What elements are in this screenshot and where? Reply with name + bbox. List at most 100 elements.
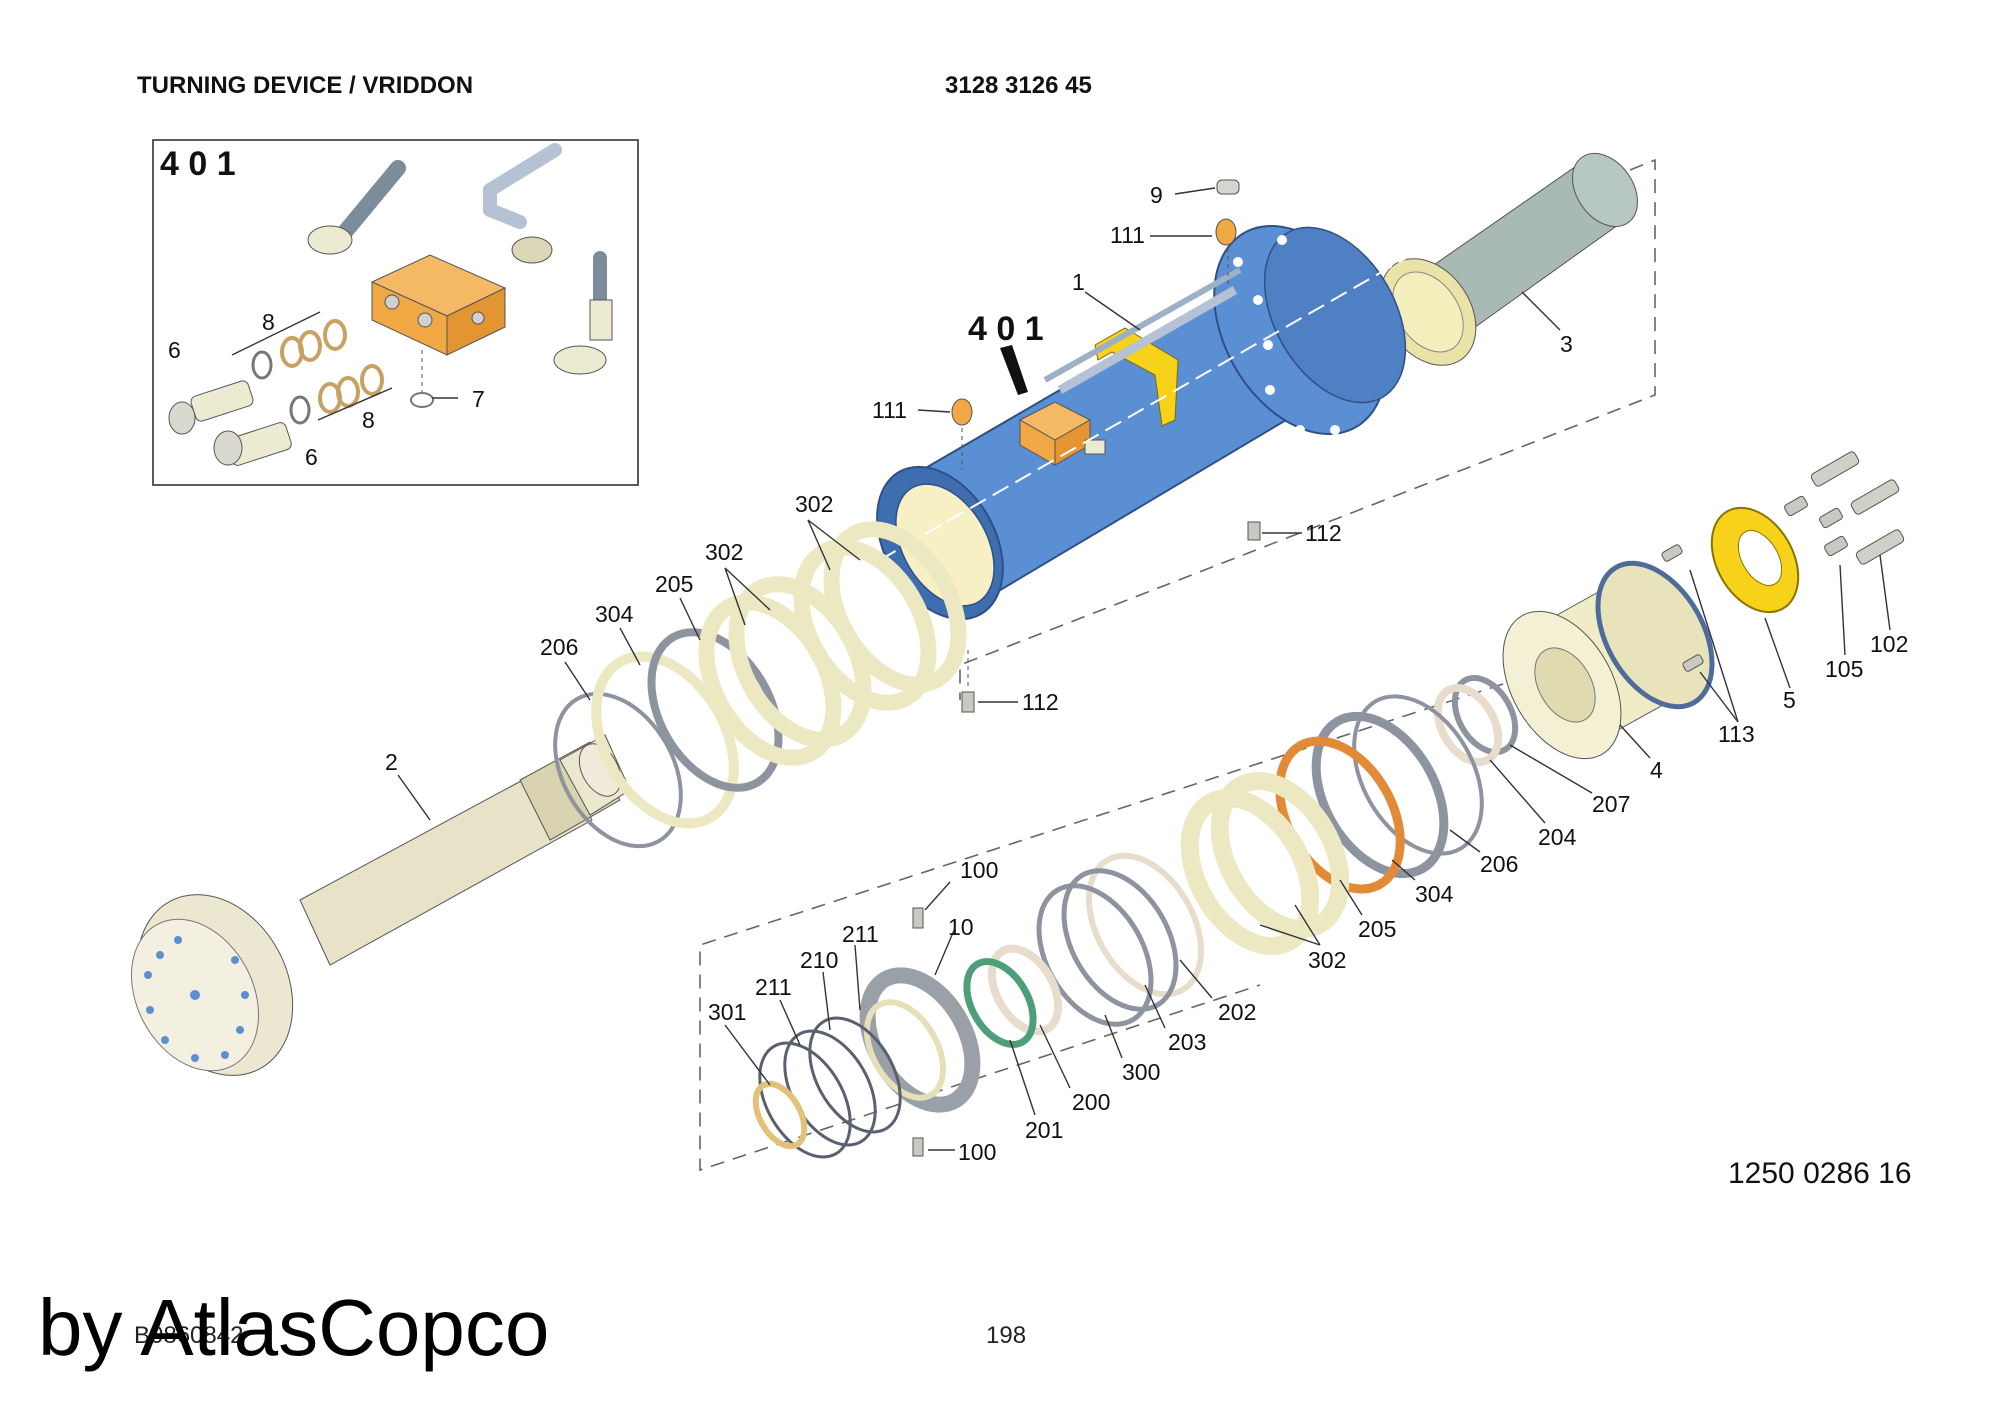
label-2: 2	[385, 749, 398, 775]
screws-102-105-113	[1661, 451, 1905, 672]
piston-4	[1502, 560, 1715, 760]
leader-301	[724, 1024, 771, 1086]
inset-seal-ring	[251, 350, 273, 380]
inset-elbow-fitting-1	[307, 225, 353, 255]
plate-5-hole	[1737, 530, 1783, 586]
assembly-frame-upper	[959, 158, 1656, 700]
label-10: 10	[948, 914, 974, 940]
shaft-bolt-hole	[144, 971, 152, 979]
watermark: by AtlasCopco	[38, 1283, 550, 1372]
shaft-bolt-hole	[231, 956, 239, 964]
leader-302-mid-a	[724, 567, 771, 611]
inset-elbow-fitting-3	[553, 345, 607, 375]
leader-206-lower	[1449, 829, 1481, 853]
shaft-bolt-hole	[156, 951, 164, 959]
label-304-upper: 304	[595, 601, 634, 627]
ring-202	[1086, 852, 1204, 998]
inset-seal-ring	[289, 395, 311, 425]
leader-210	[822, 971, 831, 1031]
shaft-bolt-hole	[236, 1026, 244, 1034]
plug-112-right	[1247, 521, 1261, 541]
nipple-111-left	[951, 398, 973, 426]
page-title: TURNING DEVICE / VRIDDON	[137, 72, 474, 99]
part-number: 1250 0286 16	[1728, 1157, 1912, 1190]
cylinder-flange-inner	[1263, 226, 1407, 404]
leader-300	[1104, 1014, 1123, 1059]
leader-3	[1521, 291, 1561, 331]
label-111-left: 111	[872, 397, 907, 423]
leader-113-b	[1699, 671, 1739, 723]
inset-port	[417, 312, 433, 328]
inset-label-8-lower: 8	[362, 407, 375, 433]
inset-leader-8-upper	[231, 311, 321, 356]
cylinder-bore	[895, 483, 995, 607]
label-4: 4	[1650, 757, 1663, 783]
leader-205-upper	[679, 597, 701, 641]
ring-207	[1451, 675, 1519, 755]
flange-hole	[1277, 235, 1287, 245]
ring-206-upper	[553, 691, 683, 849]
leader-105	[1839, 564, 1846, 656]
ring-300	[1036, 883, 1154, 1027]
label-203: 203	[1168, 1029, 1206, 1055]
label-302-upper: 302	[795, 491, 833, 517]
ring-200	[987, 944, 1063, 1036]
label-111-top: 111	[1110, 222, 1145, 248]
plug-100-top	[912, 907, 924, 929]
leader-304-upper	[619, 627, 641, 666]
leader-211-b	[779, 999, 801, 1046]
label-202: 202	[1218, 999, 1256, 1025]
plug-9	[1216, 179, 1240, 195]
nipple-111-top	[1215, 218, 1237, 246]
piston-bore	[1534, 647, 1596, 723]
shaft-bolt-hole	[221, 1051, 229, 1059]
leader-102	[1879, 554, 1891, 631]
inset-adapter-upper-end	[168, 401, 196, 435]
label-113: 113	[1718, 721, 1755, 747]
leader-204	[1489, 759, 1546, 824]
flange-hole	[1263, 340, 1273, 350]
callout-401-arrow	[1000, 345, 1028, 395]
valve-fitting	[1084, 439, 1106, 455]
ring-304-lower	[1311, 711, 1449, 879]
label-211-b: 211	[755, 974, 792, 1000]
label-300: 300	[1122, 1059, 1160, 1085]
inset-elbow-fitting-4	[589, 299, 613, 341]
leader-111-left	[917, 409, 951, 413]
label-206-upper: 206	[540, 634, 578, 660]
hydraulic-pipe	[1043, 267, 1242, 383]
flange-hole	[1265, 385, 1275, 395]
ring-201	[963, 958, 1037, 1048]
label-206-lower: 206	[1480, 851, 1518, 877]
shaft-center	[190, 990, 200, 1000]
label-102: 102	[1870, 631, 1908, 657]
bushing-10	[859, 967, 981, 1113]
inset-elbow-fitting-2	[511, 236, 553, 264]
leader-113-a	[1689, 569, 1739, 723]
shaft-bolt-hole	[174, 936, 182, 944]
label-201: 201	[1025, 1117, 1063, 1143]
inset-label-7: 7	[472, 386, 485, 412]
label-3: 3	[1560, 331, 1573, 357]
pin-113	[1661, 544, 1683, 562]
ring-302-e	[1210, 772, 1350, 938]
washer-105	[1824, 535, 1848, 557]
screw-102	[1855, 529, 1905, 565]
leader-207	[1509, 744, 1593, 794]
leader-205-lower	[1339, 879, 1363, 916]
inset-leader-8-lower	[317, 387, 393, 421]
inset-label-6-upper: 6	[168, 337, 181, 363]
leader-lines	[397, 187, 1891, 1151]
label-302-lower: 302	[1308, 947, 1346, 973]
screw-102	[1810, 451, 1860, 487]
leader-302-upper-a	[807, 519, 861, 561]
shaft-body	[299, 759, 593, 966]
filter-far-end	[1572, 153, 1638, 227]
leader-5	[1764, 617, 1791, 689]
label-302-mid: 302	[705, 539, 743, 565]
flange-hole	[1253, 295, 1263, 305]
ring-211-b	[758, 1041, 852, 1159]
bushing-10-inner	[864, 999, 946, 1101]
inset-seal-ring	[360, 364, 384, 396]
